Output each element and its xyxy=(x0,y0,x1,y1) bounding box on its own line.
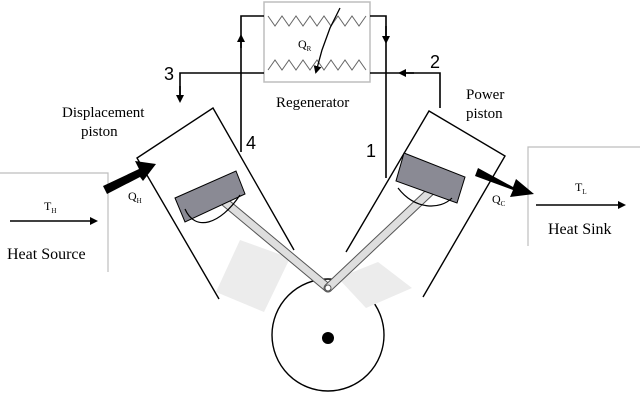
crank-axle xyxy=(322,332,334,344)
connecting-rods xyxy=(203,183,437,293)
heat-source-box: TH Heat Source xyxy=(0,172,109,272)
t-low-symbol: TL xyxy=(575,180,587,196)
displacement-piston-label: Displacement xyxy=(62,105,145,121)
pipe-3 xyxy=(179,72,264,100)
pipe-2 xyxy=(370,72,441,108)
displacement-piston-head xyxy=(174,170,246,223)
displacement-cylinder-shadow xyxy=(216,240,290,312)
flow-piping xyxy=(176,15,441,178)
heat-in-arrow xyxy=(103,161,156,194)
state-point-1: 1 xyxy=(366,141,376,161)
heat-out-arrow xyxy=(475,168,534,197)
displacement-piston-label-2: piston xyxy=(81,124,118,140)
power-piston-label: Power xyxy=(466,87,504,103)
pipe-4 xyxy=(240,15,264,152)
power-piston-label-2: piston xyxy=(466,106,503,122)
state-point-3: 3 xyxy=(164,64,174,84)
regenerator-heat-arrow xyxy=(313,7,341,74)
crank-wheel xyxy=(271,278,385,392)
state-point-2: 2 xyxy=(430,52,440,72)
state-point-4: 4 xyxy=(246,133,256,153)
displacement-cylinder xyxy=(136,107,295,300)
q-cold-symbol: QC xyxy=(492,192,506,208)
power-cylinder xyxy=(345,110,506,298)
pipe-1 xyxy=(370,15,387,178)
q-regen-symbol: QR xyxy=(298,37,312,53)
regenerator-box: QR xyxy=(263,1,371,83)
power-piston-skirt xyxy=(397,187,453,207)
power-piston-head xyxy=(395,152,466,204)
t-hot-symbol: TH xyxy=(44,199,56,215)
heat-source-label: Heat Source xyxy=(7,246,86,263)
regenerator-matrix-bottom xyxy=(267,59,367,71)
power-cylinder-shadow xyxy=(338,262,412,308)
heat-sink-label: Heat Sink xyxy=(548,221,612,238)
regenerator-label: Regenerator xyxy=(276,95,349,111)
displacement-piston-skirt xyxy=(184,194,241,224)
regenerator-matrix-top xyxy=(267,15,367,27)
heat-sink-box: TL Heat Sink xyxy=(527,146,640,246)
q-hot-symbol: QH xyxy=(128,189,142,205)
